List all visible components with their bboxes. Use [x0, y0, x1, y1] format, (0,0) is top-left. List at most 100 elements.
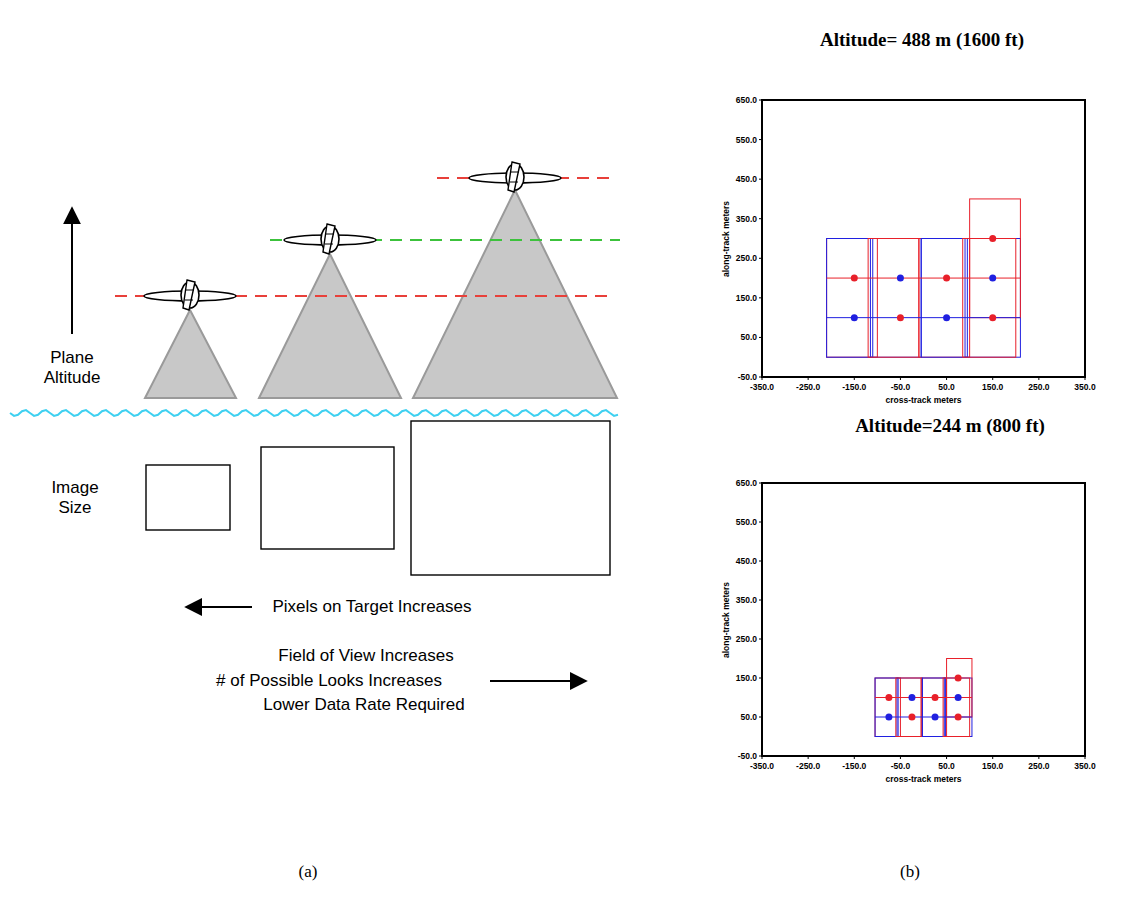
tick-label: 350.0 [736, 214, 757, 224]
panel-label: (b) [900, 862, 920, 882]
tick-label-holder: 350.0 [736, 595, 757, 605]
tick-label-holder: 550.0 [736, 517, 757, 527]
footprint-rect [868, 239, 919, 358]
footprint-rect [963, 239, 1016, 358]
plane [469, 162, 561, 192]
trend-caption-holder: Lower Data Rate Required [263, 695, 464, 715]
tick-label-holder: -350.0 [750, 382, 774, 392]
trend-caption: Lower Data Rate Required [263, 695, 464, 715]
tick-mark [759, 561, 762, 562]
panel-label: (a) [299, 862, 318, 882]
tick-label-holder: -50.0 [891, 382, 910, 392]
tick-label-holder: 150.0 [736, 293, 757, 303]
footprint-rect [944, 678, 972, 737]
tick-label: 350.0 [736, 595, 757, 605]
tick-label: -50.0 [891, 382, 910, 392]
tick-mark [1085, 377, 1086, 380]
footprint-rect [922, 678, 945, 737]
axis-title-holder: along-track meters [721, 581, 731, 657]
footprint-rect [965, 239, 1020, 358]
tick-label: 50.0 [938, 761, 955, 771]
tick-label-holder: 550.0 [736, 134, 757, 144]
axis-title: along-track meters [721, 200, 731, 276]
tick-mark [992, 377, 993, 380]
tick-mark [946, 377, 947, 380]
tick-label: -50.0 [738, 372, 757, 382]
look-center [908, 714, 915, 721]
tick-mark [759, 100, 762, 101]
tick-label: 450.0 [736, 556, 757, 566]
plot-title: Altitude= 488 m (1600 ft) [820, 29, 1024, 52]
tick-mark [759, 258, 762, 259]
tick-mark [900, 756, 901, 759]
axis-title: cross-track meters [885, 395, 961, 405]
plane [144, 280, 236, 310]
footprint-rect [947, 659, 972, 718]
tick-label-holder: -50.0 [891, 761, 910, 771]
axis-title-holder: cross-track meters [885, 774, 961, 784]
trend-caption: Field of View Increases [278, 646, 453, 666]
look-center [851, 314, 858, 321]
tick-label-holder: 350.0 [1074, 382, 1095, 392]
tick-label: 550.0 [736, 517, 757, 527]
tick-label-holder: 50.0 [740, 712, 757, 722]
look-center [989, 314, 996, 321]
footprint-plots [759, 100, 1085, 759]
water-line [10, 410, 618, 416]
tick-label-holder: 450.0 [736, 174, 757, 184]
tick-label: -150.0 [842, 382, 866, 392]
tick-mark [759, 297, 762, 298]
tick-label-holder: 350.0 [1074, 761, 1095, 771]
tick-label: 150.0 [982, 382, 1003, 392]
footprint-rect [827, 239, 873, 358]
altitude-lines [115, 178, 620, 296]
tick-label-holder: 250.0 [1028, 382, 1049, 392]
look-center [989, 275, 996, 282]
footprint-rect [921, 239, 967, 358]
tick-label-holder: -50.0 [738, 751, 757, 761]
look-center [908, 694, 915, 701]
footprint-plot [759, 100, 1085, 380]
tick-mark [759, 179, 762, 180]
tick-label: -50.0 [891, 761, 910, 771]
trend-caption: Pixels on Target Increases [272, 597, 471, 617]
axis-caption: Image Size [45, 478, 105, 519]
tick-mark [1038, 377, 1039, 380]
tick-label: 150.0 [982, 761, 1003, 771]
view-cone [259, 254, 401, 398]
view-cone [413, 190, 617, 398]
image-frames [146, 421, 610, 575]
look-center [943, 275, 950, 282]
panel-label-holder: (b) [900, 862, 920, 882]
footprint-rect [919, 239, 970, 358]
tick-label-holder: -50.0 [738, 372, 757, 382]
tick-label: 250.0 [1028, 382, 1049, 392]
tick-label: 250.0 [1028, 761, 1049, 771]
look-center [932, 694, 939, 701]
tick-label-holder: 150.0 [982, 382, 1003, 392]
footprint-rect [875, 678, 898, 737]
tick-label: 650.0 [736, 478, 757, 488]
tick-label: 50.0 [938, 382, 955, 392]
tick-mark [992, 756, 993, 759]
tick-label-holder: 350.0 [736, 214, 757, 224]
tick-label-holder: 150.0 [982, 761, 1003, 771]
tick-mark [1085, 756, 1086, 759]
image-frame [411, 421, 610, 575]
tick-label: -50.0 [738, 751, 757, 761]
look-center [932, 714, 939, 721]
tick-label-holder: 650.0 [736, 95, 757, 105]
image-frame [146, 465, 230, 530]
tick-mark [1038, 756, 1039, 759]
axis-caption-holder: Image Size [45, 478, 105, 519]
up-arrow [71, 208, 73, 334]
tick-mark [900, 377, 901, 380]
right-arrow [490, 680, 586, 682]
tick-label: -250.0 [796, 761, 820, 771]
tick-label-holder: -250.0 [796, 761, 820, 771]
tick-mark [759, 522, 762, 523]
plot-title-holder: Altitude= 488 m (1600 ft) [820, 29, 1024, 52]
tick-mark [759, 639, 762, 640]
tick-mark [759, 678, 762, 679]
tick-mark [759, 483, 762, 484]
